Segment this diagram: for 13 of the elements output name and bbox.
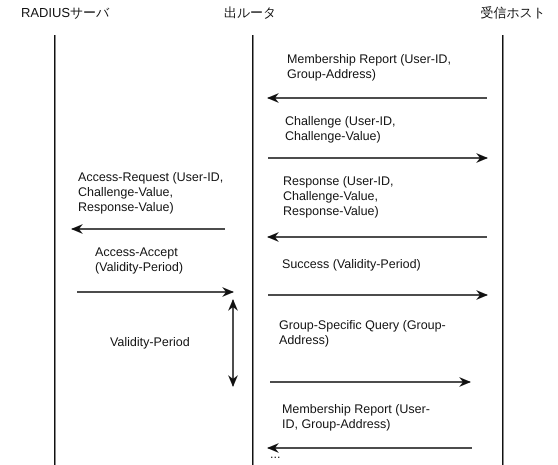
message-label: Success (Validity-Period) — [282, 257, 422, 272]
message-label: Response (User-ID, Challenge-Value, Response-Value) — [283, 174, 394, 219]
dimension-label: Validity-Period — [110, 335, 190, 350]
message-label: Access-Accept (Validity-Period) — [95, 245, 184, 275]
message-label: Access-Request (User-ID, Challenge-Value, Response-Value) — [78, 170, 224, 215]
continuation-dots: ... — [270, 447, 280, 462]
message-label: Group-Specific Query (Group-Address) — [279, 318, 447, 348]
lifeline-heading: RADIUSサーバ — [20, 4, 110, 22]
message-label: Challenge (User-ID, Challenge-Value) — [285, 114, 396, 144]
lifeline-heading: 出ルータ — [223, 4, 277, 22]
message-label: Membership Report (User-ID, Group-Address) — [287, 52, 452, 82]
message-label: Membership Report (User-ID, Group-Address) — [282, 402, 431, 432]
lifeline-heading: 受信ホスト — [480, 4, 546, 22]
